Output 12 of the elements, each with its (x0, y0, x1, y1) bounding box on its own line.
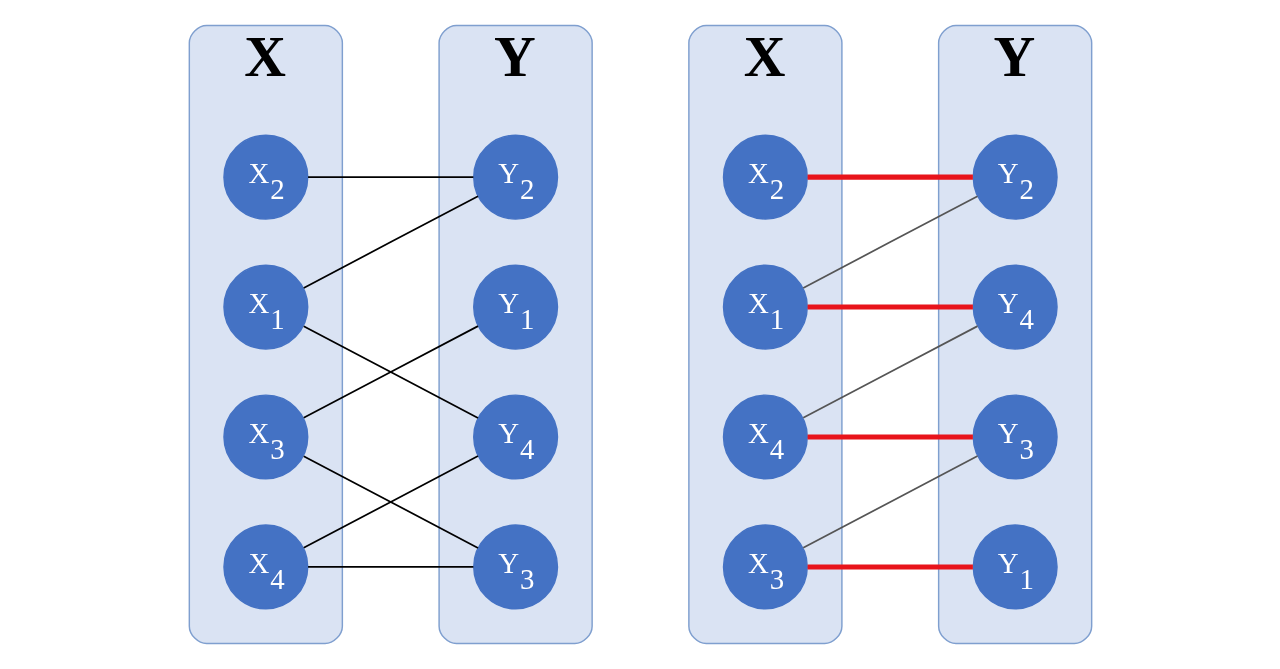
connector (801, 195, 978, 289)
connector (807, 434, 973, 440)
connector (306, 176, 474, 178)
connector (807, 174, 973, 180)
connector (807, 304, 973, 310)
connector (306, 566, 474, 568)
connector (807, 564, 973, 570)
connector (801, 455, 978, 549)
connector (302, 455, 479, 549)
connector (801, 325, 978, 419)
connector (302, 325, 479, 419)
connector (302, 195, 479, 289)
